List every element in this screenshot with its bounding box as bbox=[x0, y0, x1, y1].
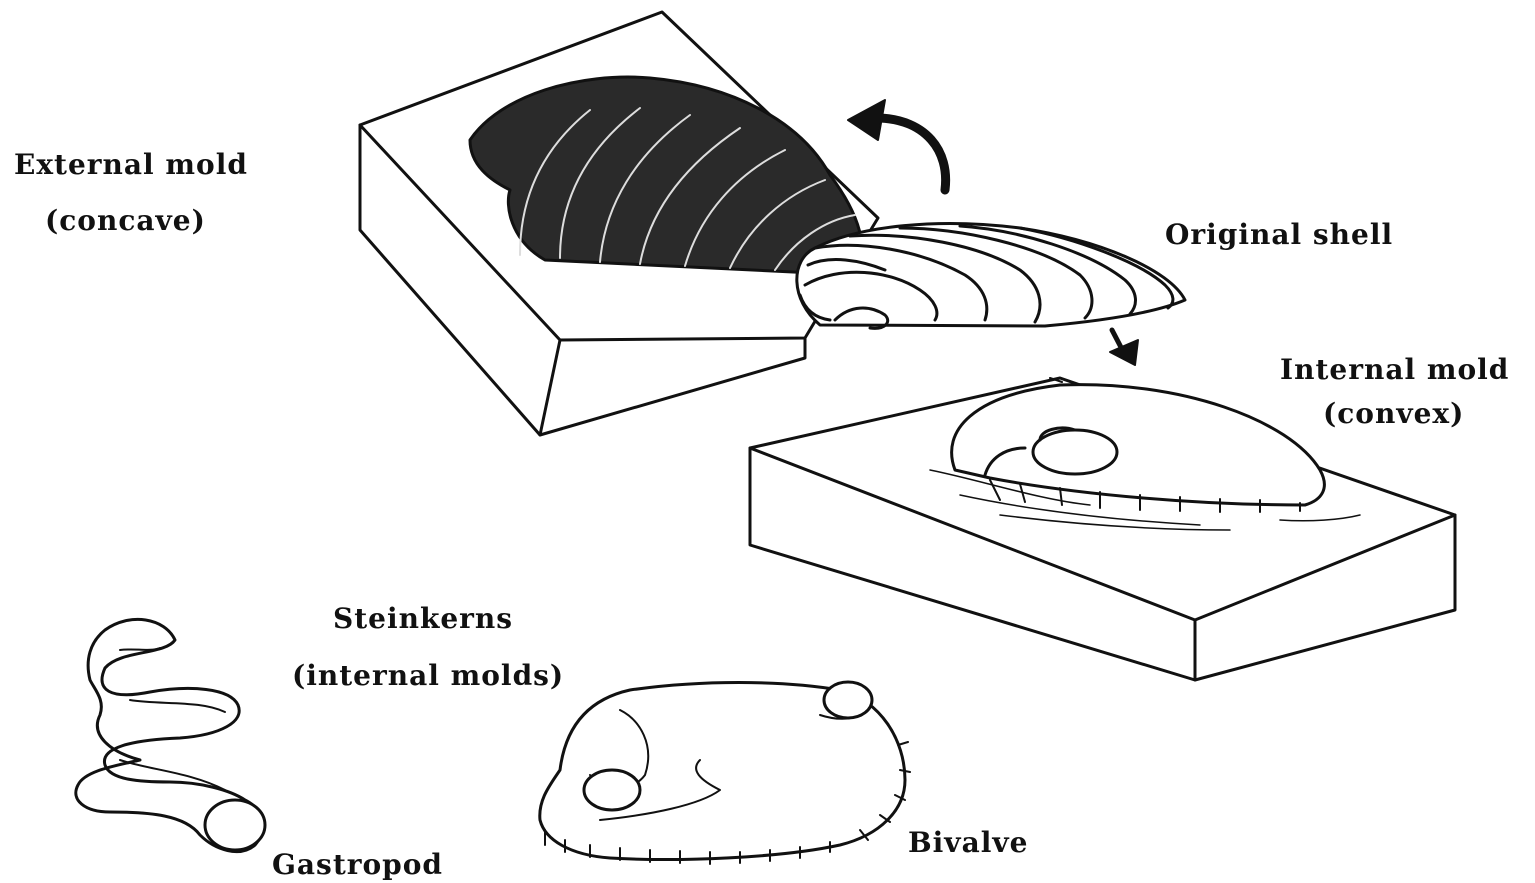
internal-mold-cast bbox=[930, 378, 1360, 530]
label-bivalve: Bivalve bbox=[908, 826, 1028, 859]
label-steinkerns: Steinkerns bbox=[333, 602, 513, 635]
curved-arrow-up-icon bbox=[848, 100, 946, 190]
label-gastropod: Gastropod bbox=[272, 848, 443, 881]
label-steinkerns-note: (internal molds) bbox=[292, 659, 564, 692]
label-internal-mold: Internal mold bbox=[1280, 353, 1509, 386]
arrow-down-icon bbox=[1110, 330, 1138, 365]
label-internal-mold-note: (convex) bbox=[1323, 397, 1464, 430]
external-mold-impression bbox=[470, 77, 862, 275]
label-external-mold: External mold bbox=[14, 148, 248, 181]
gastropod-steinkern bbox=[76, 619, 265, 851]
label-original-shell: Original shell bbox=[1165, 218, 1393, 251]
original-shell bbox=[797, 224, 1185, 329]
label-external-mold-note: (concave) bbox=[45, 204, 206, 237]
bivalve-steinkern bbox=[540, 682, 910, 864]
